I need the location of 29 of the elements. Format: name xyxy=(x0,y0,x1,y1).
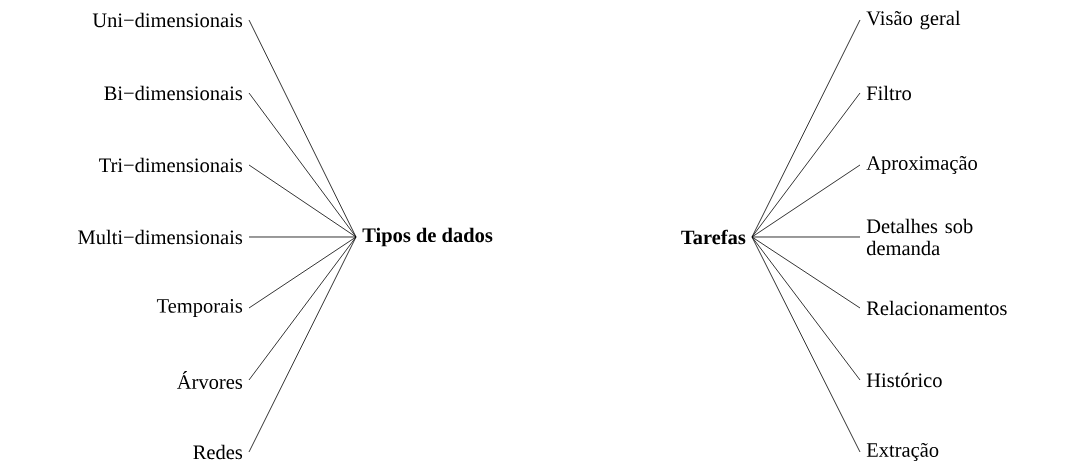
category-heading: Tipos de dados xyxy=(362,227,493,247)
task-label: Histórico xyxy=(866,372,942,388)
connector-line xyxy=(248,164,357,238)
task-label: Detalhes sob demanda xyxy=(866,218,973,256)
connector-line xyxy=(751,236,861,238)
connector-line xyxy=(751,19,861,238)
connector-line xyxy=(248,236,357,453)
connector-line xyxy=(751,164,861,238)
connector-line xyxy=(248,236,357,381)
task-label: Filtro xyxy=(866,85,911,101)
connector-line xyxy=(248,92,357,238)
connector-line xyxy=(248,236,357,309)
task-label: Visão geral xyxy=(866,10,961,30)
connector-line xyxy=(751,236,861,453)
data-type-label: Tri−dimensionais xyxy=(99,157,243,173)
task-label: Relacionamentos xyxy=(866,300,1007,316)
data-type-label: Árvores xyxy=(177,371,243,389)
connector-line xyxy=(751,236,861,309)
task-label: Aproximação xyxy=(866,155,977,175)
category-heading: Tarefas xyxy=(681,229,746,245)
data-type-label: Bi−dimensionais xyxy=(104,85,243,101)
connector-line xyxy=(248,236,357,238)
connector-line xyxy=(751,92,861,238)
data-type-label: Uni−dimensionais xyxy=(92,12,243,28)
data-type-label: Multi−dimensionais xyxy=(78,229,243,245)
task-label: Extração xyxy=(866,442,939,462)
data-type-label: Temporais xyxy=(156,299,243,317)
connector-line xyxy=(751,236,861,381)
data-type-label: Redes xyxy=(193,444,243,460)
